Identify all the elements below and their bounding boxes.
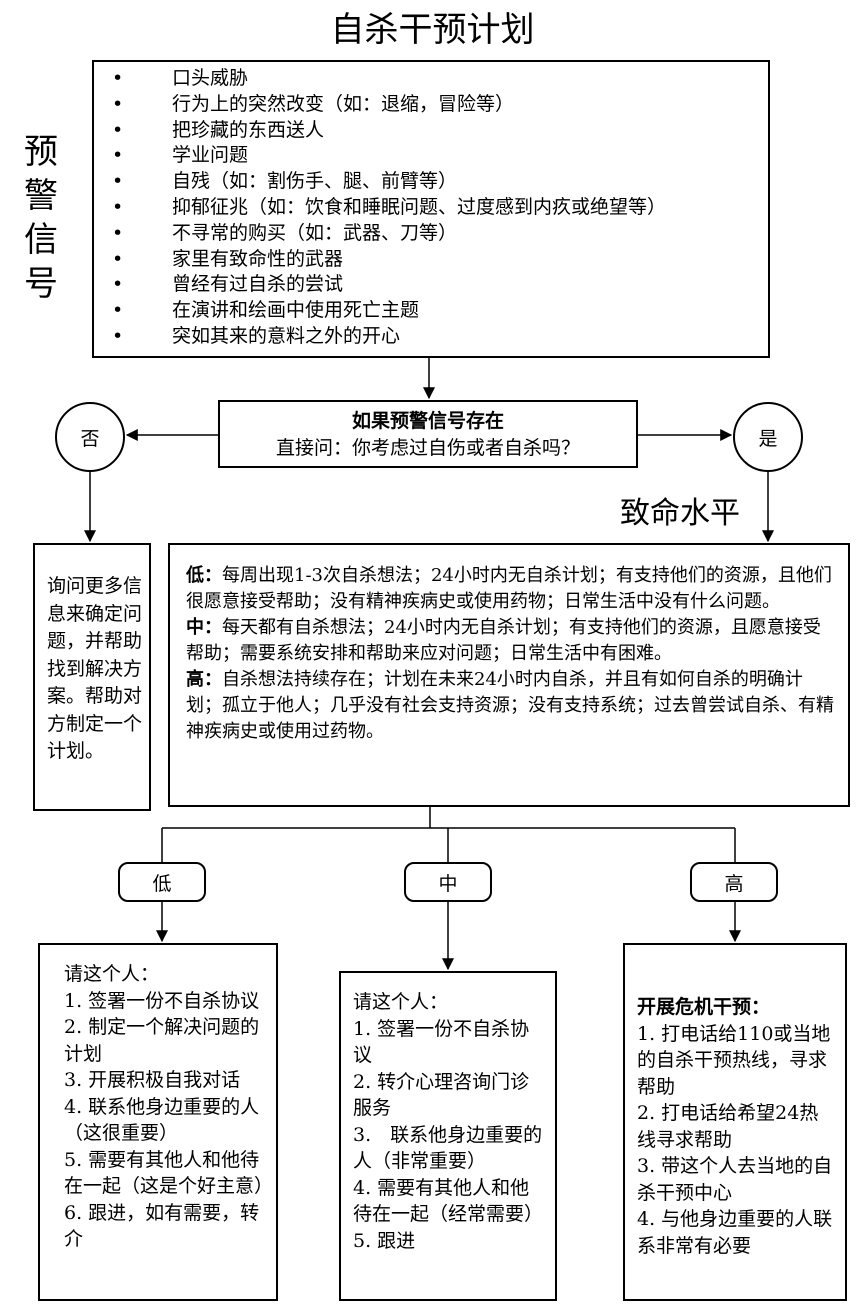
side-label-char: 预 <box>24 132 58 172</box>
level-mid: 中：每天都有自杀想法；24小时内无自杀计划；有支持他们的资源，且愿意接受帮助；需… <box>186 615 838 667</box>
level-high: 高：自杀想法持续存在；计划在未来24小时内自杀，并且有如何自杀的明确计划；孤立于… <box>186 667 838 745</box>
list-item: 1. 签署一份不自杀协议 <box>64 989 260 1012</box>
list-item: 家里有致命性的武器 <box>94 247 768 273</box>
list-item: 学业问题 <box>94 143 768 169</box>
list-item: 1. 打电话给110或当地的自杀干预热线，寻求帮助 <box>637 1022 831 1098</box>
list-item: 把珍藏的东西送人 <box>94 118 768 144</box>
list-item: 6. 跟进，如有需要，转介 <box>64 1201 260 1251</box>
no-circle: 否 <box>55 402 125 472</box>
list-item: 5. 跟进 <box>353 1229 416 1252</box>
level-high-text: 自杀想法持续存在；计划在未来24小时内自杀，并且有如何自杀的明确计划；孤立于他人… <box>186 669 834 742</box>
pill-low-label: 低 <box>152 872 172 895</box>
level-low-label: 低： <box>186 565 222 586</box>
low-actions-head: 请这个人： <box>64 963 160 985</box>
list-item: 抑郁征兆（如：饮食和睡眠问题、过度感到内疚或绝望等） <box>94 195 768 221</box>
yes-circle: 是 <box>733 402 803 472</box>
list-item: 曾经有过自杀的尝试 <box>94 272 768 298</box>
side-label-char: 信 <box>24 220 58 260</box>
pill-high: 高 <box>690 862 778 902</box>
level-low: 低：每周出现1-3次自杀想法；24小时内无自杀计划；有支持他们的资源，且他们很愿… <box>186 563 838 615</box>
no-label: 否 <box>80 427 100 450</box>
level-mid-text: 每天都有自杀想法；24小时内无自杀计划；有支持他们的资源，且愿意接受帮助；需要系… <box>186 617 821 664</box>
list-item: 2. 打电话给希望24热线寻求帮助 <box>637 1102 819 1151</box>
level-low-text: 每周出现1-3次自杀想法；24小时内无自杀计划；有支持他们的资源，且他们很愿意接… <box>186 565 832 612</box>
list-item: 4. 联系他身边重要的人（这很重要） <box>64 1095 260 1145</box>
side-label-char: 号 <box>24 264 58 304</box>
list-item: 3. 带这个人去当地的自杀干预中心 <box>637 1155 833 1204</box>
pill-high-label: 高 <box>724 872 744 895</box>
lethality-levels-box: 低：每周出现1-3次自杀想法；24小时内无自杀计划；有支持他们的资源，且他们很愿… <box>168 543 850 807</box>
warning-signs-list: 口头威胁 行为上的突然改变（如：退缩，冒险等） 把珍藏的东西送人 学业问题 自残… <box>94 66 768 350</box>
list-item: 3. 开展积极自我对话 <box>64 1069 241 1091</box>
mid-actions-head: 请这个人： <box>353 991 449 1013</box>
warning-signs-side-label: 预 警 信 号 <box>18 130 64 306</box>
question-title: 如果预警信号存在 <box>351 410 504 432</box>
yes-label: 是 <box>758 427 778 450</box>
warning-signs-box: 口头威胁 行为上的突然改变（如：退缩，冒险等） 把珍藏的东西送人 学业问题 自残… <box>92 60 770 358</box>
list-item: 突如其来的意料之外的开心 <box>94 324 768 350</box>
side-label-char: 警 <box>24 176 58 216</box>
mid-actions-box: 请这个人： 1. 签署一份不自杀协议 2. 转介心理咨询门诊服务 3. 联系他身… <box>339 971 557 1301</box>
level-mid-label: 中： <box>186 617 222 638</box>
list-item: 口头威胁 <box>94 66 768 92</box>
high-actions-box: 开展危机干预： 1. 打电话给110或当地的自杀干预热线，寻求帮助 2. 打电话… <box>623 943 847 1301</box>
list-item: 2. 转介心理咨询门诊服务 <box>353 1070 530 1120</box>
question-text: 直接问：你考虑过自伤或者自杀吗？ <box>275 437 580 459</box>
pill-low: 低 <box>118 862 206 902</box>
low-actions-box: 请这个人： 1. 签署一份不自杀协议 2. 制定一个解决问题的计划 3. 开展积… <box>38 943 278 1301</box>
no-action-box: 询问更多信息来确定问题，并帮助找到解决方案。帮助对方制定一个计划。 <box>33 543 151 811</box>
list-item: 在演讲和绘画中使用死亡主题 <box>94 298 768 324</box>
high-actions-head: 开展危机干预： <box>637 996 771 1018</box>
pill-mid: 中 <box>404 862 492 902</box>
lethality-title: 致命水平 <box>620 496 740 531</box>
level-high-label: 高： <box>186 669 222 690</box>
list-item: 不寻常的购买（如：武器、刀等） <box>94 221 768 247</box>
list-item: 自残（如：割伤手、腿、前臂等） <box>94 169 768 195</box>
list-item: 3. 联系他身边重要的人（非常重要） <box>353 1123 543 1173</box>
diagram-title: 自杀干预计划 <box>330 10 535 50</box>
pill-mid-label: 中 <box>438 872 458 895</box>
list-item: 2. 制定一个解决问题的计划 <box>64 1016 260 1065</box>
list-item: 4. 与他身边重要的人联系非常有必要 <box>637 1208 833 1257</box>
list-item: 4. 需要有其他人和他待在一起（经常需要） <box>353 1176 544 1226</box>
list-item: 1. 签署一份不自杀协议 <box>353 1017 530 1067</box>
list-item: 5. 需要有其他人和他待在一起（这是个好主意） <box>64 1148 274 1198</box>
question-box: 如果预警信号存在 直接问：你考虑过自伤或者自杀吗？ <box>218 400 638 468</box>
list-item: 行为上的突然改变（如：退缩，冒险等） <box>94 92 768 118</box>
